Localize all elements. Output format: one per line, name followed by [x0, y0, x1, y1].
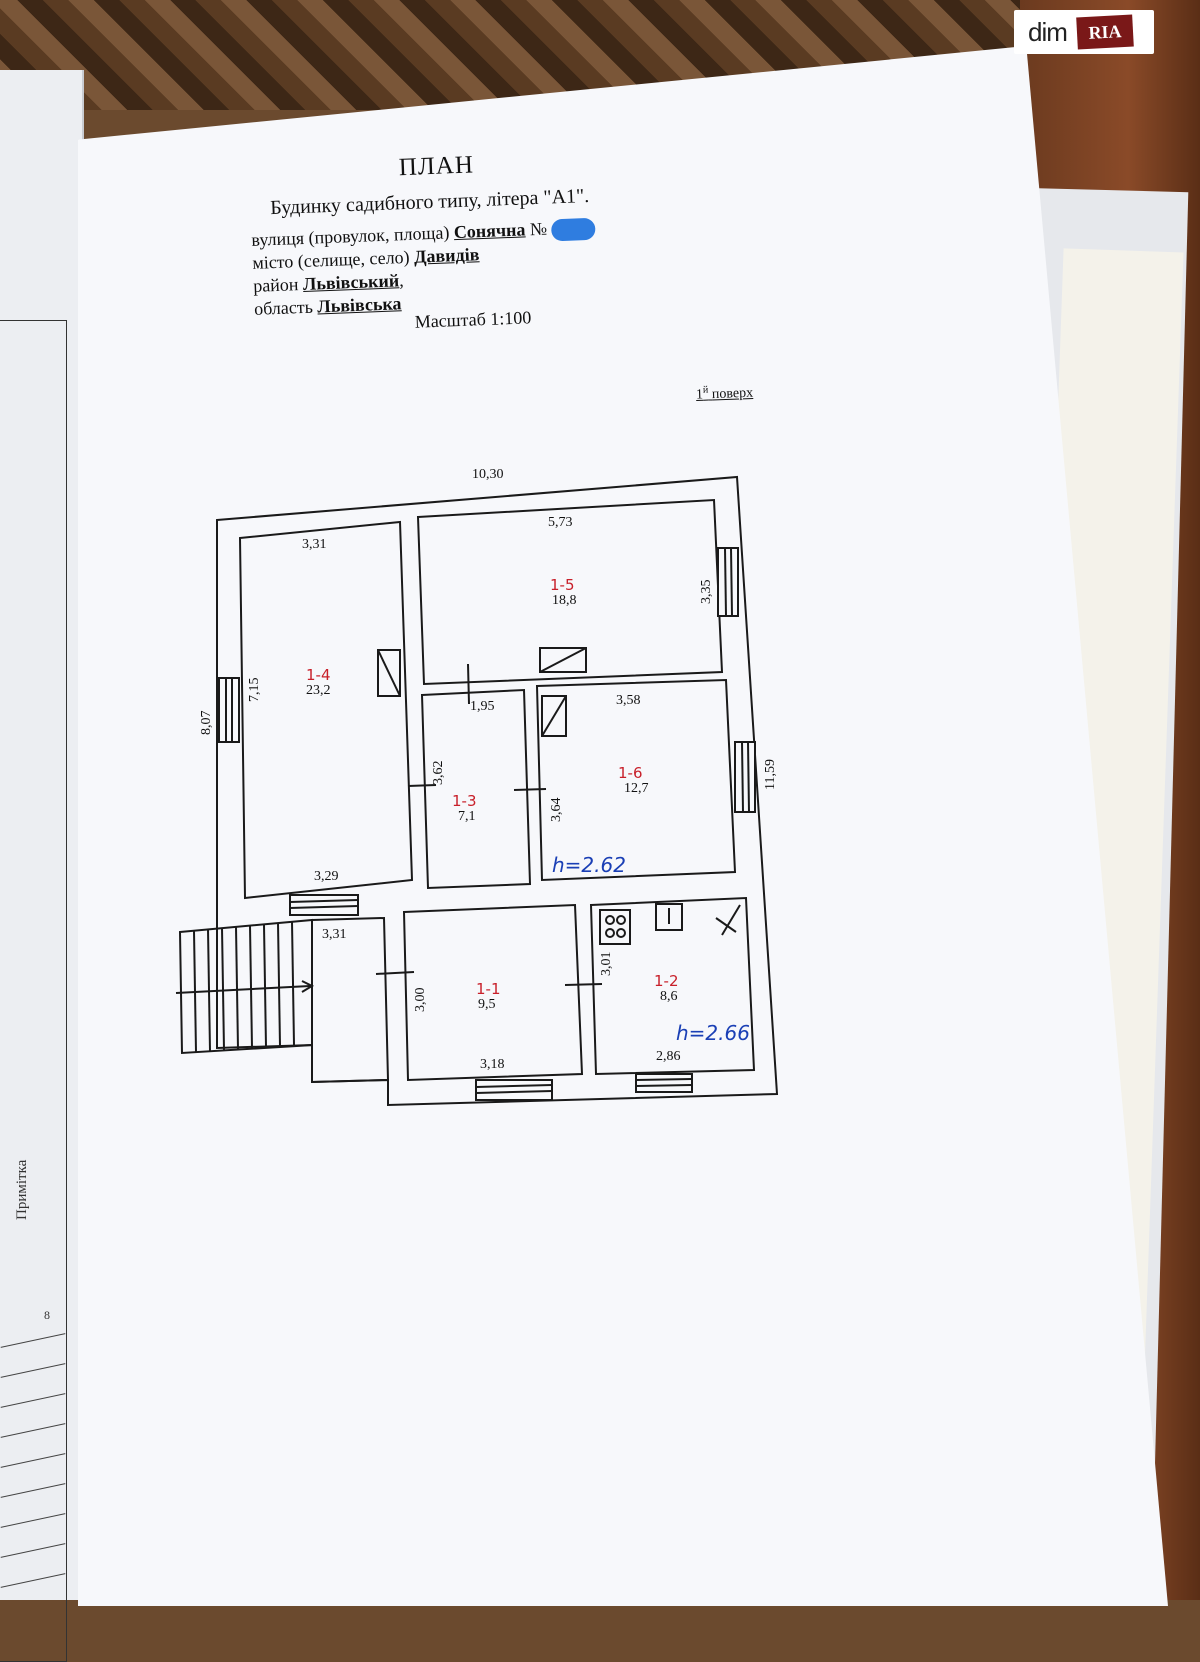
- stair-step: [263, 924, 267, 1048]
- room-1-1-dim-b: 3,18: [480, 1057, 505, 1072]
- room-1-5-dim-a: 5,73: [548, 515, 573, 530]
- room-1-3-dim-a: 3,62: [431, 761, 446, 786]
- door: [375, 971, 415, 975]
- door: [467, 663, 470, 705]
- stove-line: [377, 649, 401, 697]
- window: [475, 1079, 553, 1101]
- stair-step: [249, 925, 253, 1049]
- site-watermark: dim RIA: [1014, 10, 1154, 54]
- stair-arrow-head: [301, 980, 315, 993]
- left-page: Примітка 8: [0, 70, 84, 1662]
- room-1-1-area: 9,5: [478, 997, 496, 1012]
- room-1-6-id: 1-6: [618, 764, 643, 782]
- room-1-6-height: h=2.62: [552, 853, 626, 877]
- meter-line: [721, 904, 741, 936]
- room-1-1-dim-a: 3,00: [413, 988, 428, 1013]
- room-1-6-walls: [535, 678, 737, 882]
- room-1-5-dim-b: 3,35: [699, 580, 714, 605]
- room-1-2-height: h=2.66: [676, 1021, 750, 1045]
- window-line: [741, 741, 744, 813]
- stairs: [178, 918, 313, 1055]
- stove: [377, 649, 401, 697]
- room-1-5-id: 1-5: [550, 576, 575, 594]
- window: [218, 677, 240, 743]
- stove-line: [539, 647, 587, 673]
- gas-stove: [599, 909, 631, 945]
- room-1-5-area: 18,8: [552, 593, 577, 608]
- window-line: [747, 741, 750, 813]
- window: [717, 547, 739, 617]
- room-1-1-id: 1-1: [476, 980, 501, 998]
- burner: [605, 915, 615, 925]
- window: [635, 1073, 693, 1093]
- stair-step: [207, 928, 211, 1052]
- sink: [655, 903, 683, 931]
- room-1-4-dim-c: 3,29: [314, 869, 339, 884]
- room-1-4-dim-a: 7,15: [247, 678, 262, 703]
- room-1-6-dim-a: 3,58: [616, 693, 641, 708]
- room-1-4-dim-b: 3,31: [302, 537, 327, 552]
- window-line: [475, 1084, 553, 1088]
- room-1-2-area: 8,6: [660, 989, 678, 1004]
- room-1-2-id: 1-2: [654, 972, 679, 990]
- door: [564, 983, 603, 986]
- stair-step: [291, 921, 295, 1046]
- room-1-2-dim-b: 2,86: [656, 1049, 681, 1064]
- window: [289, 894, 359, 916]
- window-line: [635, 1084, 693, 1087]
- porch-walls: [311, 916, 390, 1084]
- room-1-2-walls: [589, 896, 756, 1076]
- door: [513, 788, 547, 791]
- window-line: [289, 905, 359, 909]
- window-line: [475, 1090, 553, 1094]
- outer-wall: [216, 475, 779, 1107]
- stair-step: [235, 926, 239, 1050]
- room-1-4-id: 1-4: [306, 666, 331, 684]
- window-line: [635, 1078, 693, 1081]
- stair-arrow: [175, 985, 311, 994]
- burner: [616, 928, 626, 938]
- column-number: 8: [44, 1308, 50, 1322]
- window-line: [730, 547, 733, 617]
- burner: [605, 928, 615, 938]
- left-depth: 8,07: [199, 711, 214, 736]
- porch-width: 3,31: [322, 927, 347, 942]
- overall-width: 10,30: [472, 467, 504, 482]
- room-1-1-walls: [402, 903, 584, 1082]
- watermark-ria-logo: RIA: [1076, 14, 1134, 50]
- window: [734, 741, 756, 813]
- stove: [541, 695, 567, 737]
- room-1-3-dim-b: 1,95: [470, 699, 495, 714]
- stove-line: [541, 695, 567, 737]
- window-line: [724, 547, 727, 617]
- room-1-6-area: 12,7: [624, 781, 649, 796]
- overall-depth: 11,59: [763, 759, 778, 790]
- room-1-3-area: 7,1: [458, 809, 476, 824]
- room-1-6-dim-b: 3,64: [549, 798, 564, 823]
- room-1-5-walls: [416, 498, 724, 686]
- burner: [616, 915, 626, 925]
- room-1-4-area: 23,2: [306, 683, 331, 698]
- stair-step: [277, 922, 281, 1047]
- plan-page: [78, 46, 1168, 1606]
- room-1-3-id: 1-3: [452, 792, 477, 810]
- door: [407, 784, 437, 787]
- room-1-2-dim-a: 3,01: [599, 952, 614, 977]
- room-1-4-walls: [238, 520, 414, 900]
- window-line: [289, 899, 359, 903]
- stove: [539, 647, 587, 673]
- room-1-3-walls: [420, 688, 532, 890]
- meter-line: [715, 917, 737, 933]
- watermark-dim: dim: [1028, 16, 1068, 47]
- stair-step: [221, 927, 225, 1051]
- floor-plan: 10,30 8,07 11,59 3,31 7,15 3,29 23,2 5,7…: [175, 467, 779, 1107]
